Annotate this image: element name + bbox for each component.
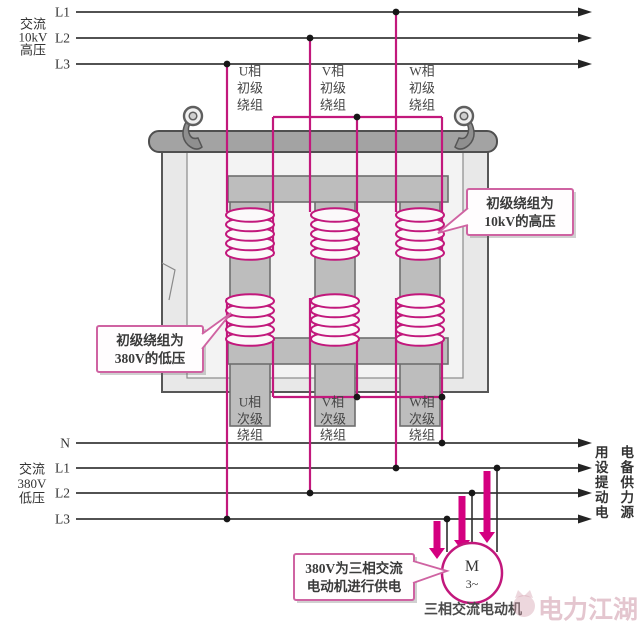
power-flow-arrows — [429, 471, 495, 559]
lv-rail-label-n: N — [60, 436, 70, 451]
coil-u-secondary — [225, 293, 275, 347]
secondary-winding-label-u: U相 次级 绕组 — [237, 395, 263, 443]
label-line: U相 — [239, 64, 261, 79]
label-line: 次级 — [237, 412, 263, 427]
lv-group-label-line2: 380V — [18, 476, 48, 491]
label-line: 初级 — [409, 81, 435, 96]
arrow-right-icon — [578, 59, 592, 69]
hv-group-label-line1: 交流 — [20, 17, 46, 32]
callout-motor-line1: 380V为三相交流 — [305, 560, 403, 576]
arrow-right-icon — [578, 438, 592, 448]
hv-rail-label-l3: L3 — [55, 57, 70, 72]
hv-rail-l1: L1 — [55, 5, 592, 20]
lv-rail-l2: L2 — [55, 486, 592, 501]
lv-group-label-line1: 交流 — [19, 462, 45, 477]
hv-rail-l3: L3 — [55, 57, 592, 72]
hv-group-label: 交流 10kV 高压 — [19, 17, 49, 58]
label-line: 绕组 — [237, 428, 263, 443]
callout-primary-voltage: 初级绕组为 10kV的高压 — [437, 188, 576, 238]
hv-rail-label-l2: L2 — [55, 31, 70, 46]
primary-winding-label-v: V相 初级 绕组 — [320, 64, 346, 113]
watermark-logo-icon — [513, 595, 535, 617]
label-line: 初级 — [237, 81, 263, 96]
watermark: 电力江湖 — [513, 590, 638, 624]
label-line: 绕组 — [409, 98, 435, 113]
hv-rail-l2: L2 — [55, 31, 592, 46]
flow-arrow-down-icon — [479, 471, 495, 543]
load-note-line: 动力 — [595, 489, 640, 505]
label-line: U相 — [239, 395, 261, 410]
watermark-logo-ears-icon — [515, 590, 533, 598]
secondary-winding-label-w: W相 次级 绕组 — [409, 395, 435, 443]
label-line: V相 — [322, 64, 344, 79]
lv-rail-label-l2: L2 — [55, 486, 70, 501]
lifting-lug-left-icon — [182, 105, 204, 150]
motor-symbol: M 3~ — [440, 541, 504, 605]
coil-v-secondary — [310, 293, 360, 347]
coil-u-primary — [225, 207, 275, 261]
lv-rail-label-l3: L3 — [55, 512, 70, 527]
callout-primary-line2: 10kV的高压 — [484, 213, 556, 229]
junction-dots — [223, 8, 501, 523]
load-note-line: 提供 — [595, 474, 640, 490]
coil-w-primary — [395, 207, 445, 261]
secondary-winding-label-v: V相 次级 绕组 — [320, 395, 346, 443]
lv-rail-label-l1: L1 — [55, 461, 70, 476]
flow-arrow-down-icon — [429, 521, 445, 559]
label-line: V相 — [322, 395, 344, 410]
motor-feed-wires — [446, 468, 498, 552]
lv-group-label: 交流 380V 低压 — [18, 462, 48, 506]
label-line: W相 — [409, 395, 434, 410]
load-note: 用电 设备 提供 动力 电源 — [595, 444, 640, 520]
lv-rail-n: N — [60, 436, 592, 451]
label-line: 绕组 — [409, 428, 435, 443]
label-line: 次级 — [409, 412, 435, 427]
core-top-yoke — [227, 175, 449, 203]
motor-phase-mark: 3~ — [466, 577, 479, 591]
arrow-right-icon — [578, 7, 592, 17]
primary-winding-label-u: U相 初级 绕组 — [237, 64, 263, 113]
flow-arrow-down-icon — [454, 496, 470, 551]
lifting-lug-right-icon — [453, 105, 475, 150]
arrow-right-icon — [578, 463, 592, 473]
callout-secondary-line2: 380V的低压 — [115, 350, 186, 366]
coil-w-secondary — [395, 293, 445, 347]
arrow-right-icon — [578, 488, 592, 498]
callout-primary-line1: 初级绕组为 — [486, 195, 554, 211]
label-line: 初级 — [320, 81, 346, 96]
callout-motor-line2: 电动机进行供电 — [307, 578, 402, 594]
motor-label: 三相交流电动机 — [424, 601, 522, 618]
lv-rail-l1: L1 — [55, 461, 592, 476]
label-line: 绕组 — [320, 98, 346, 113]
primary-winding-label-w: W相 初级 绕组 — [409, 64, 435, 113]
hv-group-label-line3: 高压 — [20, 43, 46, 58]
label-line: 次级 — [320, 412, 346, 427]
lv-rail-l3: L3 — [55, 512, 592, 527]
hv-rail-label-l1: L1 — [55, 5, 70, 20]
load-note-line: 电源 — [595, 504, 640, 520]
lv-group-label-line3: 低压 — [19, 491, 45, 506]
hv-group-label-line2: 10kV — [19, 30, 49, 45]
tank-cutaway-step — [161, 262, 176, 301]
watermark-text: 电力江湖 — [538, 596, 638, 624]
arrow-right-icon — [578, 514, 592, 524]
motor-letter: M — [465, 558, 479, 575]
transformer-lid — [148, 130, 498, 153]
label-line: W相 — [409, 64, 434, 79]
callout-secondary-voltage: 初级绕组为 380V的低压 — [96, 312, 232, 375]
callout-motor-supply: 380V为三相交流 电动机进行供电 — [293, 553, 450, 603]
label-line: 绕组 — [237, 98, 263, 113]
label-line: 绕组 — [320, 428, 346, 443]
coil-v-primary — [310, 207, 360, 261]
load-note-line: 设备 — [595, 459, 640, 475]
callout-secondary-line1: 初级绕组为 — [116, 332, 184, 348]
arrow-right-icon — [578, 33, 592, 43]
load-note-line: 用电 — [595, 444, 640, 460]
